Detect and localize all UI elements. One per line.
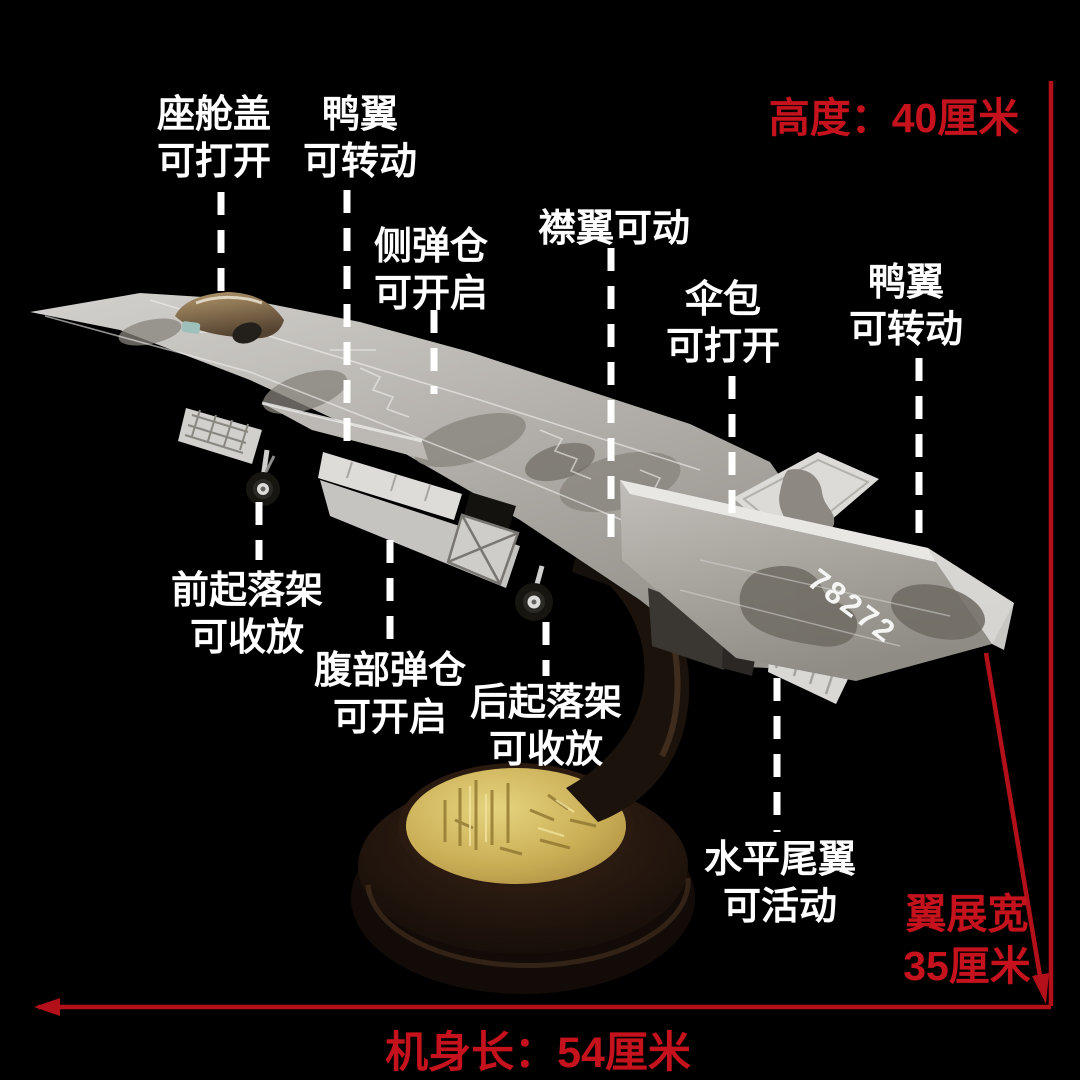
label-horizontal-tail: 水平尾翼 可活动 bbox=[704, 837, 856, 931]
length-line-left-arrow bbox=[34, 998, 60, 1016]
wing-leading-edge bbox=[620, 480, 936, 562]
side-weapon-bay bbox=[318, 452, 520, 588]
stand-base-rim-highlight bbox=[365, 877, 691, 969]
wingspan-dimension-line bbox=[983, 652, 1045, 989]
rear-landing-gear bbox=[515, 565, 553, 621]
label-canopy: 座舱盖 可打开 bbox=[157, 92, 271, 186]
label-canard-left-line1: 鸭翼 bbox=[321, 94, 399, 136]
label-flaps: 襟翼可动 bbox=[538, 206, 690, 253]
display-stand bbox=[351, 540, 695, 994]
label-rear-gear-line2: 可收放 bbox=[488, 729, 604, 771]
label-rear-gear-line1: 后起落架 bbox=[469, 682, 623, 724]
label-belly-bay-line1: 腹部弹仓 bbox=[313, 650, 467, 692]
wing-panel-lines bbox=[679, 559, 951, 647]
main-wing: 78272 bbox=[620, 480, 1014, 681]
label-side-bay: 侧弹仓 可开启 bbox=[374, 224, 488, 318]
dimension-wingspan-text: 翼展宽 35厘米 bbox=[903, 888, 1031, 992]
label-rear-gear: 后起落架 可收放 bbox=[470, 680, 622, 774]
pilot-figure bbox=[232, 322, 262, 344]
label-parachute-line2: 可打开 bbox=[665, 326, 781, 368]
label-flaps-line1: 襟翼可动 bbox=[537, 208, 691, 250]
label-horizontal-tail-line1: 水平尾翼 bbox=[703, 839, 857, 881]
cockpit-canopy bbox=[175, 292, 284, 344]
x-braced-door bbox=[446, 513, 520, 586]
serrated-bay-door bbox=[178, 408, 262, 464]
dimension-length-text: 机身长：54厘米 bbox=[385, 1029, 691, 1077]
label-belly-bay-line2: 可开启 bbox=[332, 697, 448, 739]
near-canard-edge bbox=[261, 401, 423, 443]
leader-lines bbox=[217, 190, 923, 832]
label-front-gear-line1: 前起落架 bbox=[170, 570, 324, 612]
label-side-bay-line1: 侧弹仓 bbox=[373, 226, 489, 268]
medallion-relief-highlights bbox=[469, 786, 575, 846]
fuselage-camo-dark bbox=[525, 442, 595, 482]
wingspan-line-arrowhead bbox=[1032, 973, 1049, 1004]
label-parachute: 伞包 可打开 bbox=[666, 277, 780, 371]
label-side-bay-line2: 可开启 bbox=[373, 273, 489, 315]
canopy-highlight bbox=[195, 295, 263, 305]
wing-camo bbox=[739, 566, 985, 647]
dimension-wingspan-line1: 翼展宽 bbox=[905, 891, 1029, 937]
label-canard-left: 鸭翼 可转动 bbox=[303, 92, 417, 186]
label-belly-bay: 腹部弹仓 可开启 bbox=[314, 648, 466, 742]
dimension-lines bbox=[34, 81, 1054, 1016]
label-canard-left-line2: 可转动 bbox=[302, 141, 418, 183]
label-canard-right-line2: 可转动 bbox=[848, 309, 964, 351]
aircraft-model: 78272 bbox=[30, 292, 1014, 704]
label-canopy-line2: 可打开 bbox=[156, 141, 272, 183]
label-canard-right-line1: 鸭翼 bbox=[867, 262, 945, 304]
label-front-gear-line2: 可收放 bbox=[189, 617, 305, 659]
dimension-height-text: 高度：40厘米 bbox=[768, 95, 1020, 141]
label-canopy-line1: 座舱盖 bbox=[156, 94, 272, 136]
label-horizontal-tail-line2: 可活动 bbox=[722, 886, 838, 928]
dimension-wingspan-line2: 35厘米 bbox=[903, 943, 1031, 989]
cockpit-interior bbox=[181, 321, 201, 334]
front-landing-gear bbox=[246, 449, 280, 506]
fuselage bbox=[30, 293, 800, 668]
label-parachute-line1: 伞包 bbox=[684, 279, 762, 321]
label-front-gear: 前起落架 可收放 bbox=[171, 568, 323, 662]
label-canard-right: 鸭翼 可转动 bbox=[849, 260, 963, 354]
